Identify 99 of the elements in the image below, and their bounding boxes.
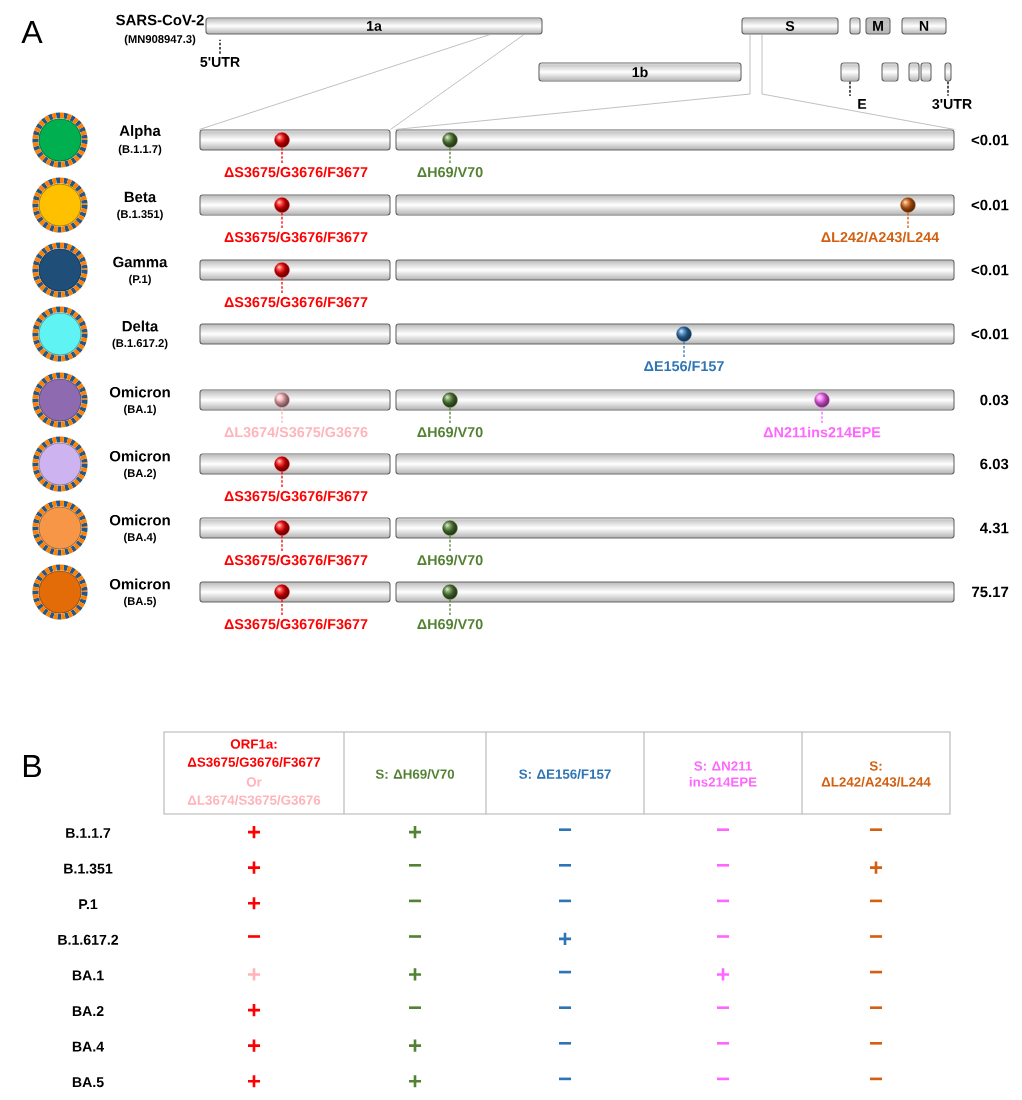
table-cell: − [717,1077,730,1081]
mutation-dot [274,392,290,408]
table-cell: − [559,1041,572,1045]
panel-letter: A [21,21,43,43]
genome-bar [395,129,955,151]
table-cell: + [248,897,261,910]
table-cell: + [409,968,422,981]
mutation-dot [900,197,916,213]
mutation-dot [442,520,458,536]
panel-letter: B [23,755,41,777]
genome-bar [881,62,899,82]
leader-line [449,146,451,165]
zoom-line [761,34,955,130]
leader-line [907,211,909,230]
genome-bar [840,62,860,82]
table-cell: − [717,1041,730,1045]
table-cell: + [409,1039,422,1052]
genome-bar [395,453,955,475]
mutation-dot [274,262,290,278]
table-cell: + [559,932,572,945]
table-cell: − [559,970,572,974]
table-cell: + [248,1003,261,1017]
genome-bar [199,389,391,411]
leader-line [281,406,283,425]
table-cell: + [870,861,883,874]
genome-bar [395,389,955,411]
zoom-line [199,34,491,130]
table-cell: + [248,1039,261,1052]
leader-line [281,276,283,295]
table-cell: + [409,825,422,839]
table-cell: − [409,863,422,867]
genome-bar [199,129,391,151]
genome-bar [920,62,932,82]
table-cell: + [717,968,730,981]
leader-line [683,340,685,359]
mutation-dot [274,132,290,148]
table-cell: + [248,1075,261,1088]
genome-bar [395,581,955,603]
leader-line [947,80,949,97]
genome-bar [199,517,391,539]
leader-line [281,598,283,617]
mutation-dot [274,456,290,472]
mutation-dot [814,392,830,408]
mutation-dot [442,584,458,600]
genome-bar [395,259,955,281]
genome-bar [199,581,391,603]
leader-line [821,406,823,425]
mutation-dot [274,197,290,213]
leader-line [281,534,283,553]
mutation-dot [442,132,458,148]
table-cell: − [870,828,883,831]
table-cell: − [409,899,422,903]
zoom-line [390,34,525,130]
genome-bar [199,259,391,281]
leader-line [449,406,451,425]
table-cell: + [248,861,261,874]
genome-bar [199,453,391,475]
leader-line [281,211,283,230]
genome-bar [199,323,391,345]
table-cell: + [248,825,261,839]
zoom-line [395,34,751,130]
genome-bar [944,62,952,82]
table-cell: − [409,935,422,938]
mutation-dot [274,584,290,600]
leader-line [281,146,283,165]
table-cell: − [870,1077,883,1081]
table-cell: − [870,970,883,974]
table-cell: − [717,1006,730,1009]
table-cell: − [870,1041,883,1045]
table-cell: − [559,1006,572,1009]
leader-line [449,598,451,617]
table-cell: − [559,1077,572,1081]
genome-bar [199,194,391,216]
table-cell: + [409,1075,422,1088]
table-cell: + [248,968,261,981]
mutation-dot [442,392,458,408]
genome-bar [908,62,920,82]
table-cell: − [559,899,572,903]
leader-line [219,39,221,55]
table-cell: − [717,863,730,867]
table-cell: − [870,1006,883,1009]
table-cell: − [870,935,883,938]
mutation-dot [676,326,692,342]
table-cell: − [559,828,572,831]
leader-line [281,470,283,489]
genome-bar [849,17,861,35]
table-cell: − [717,828,730,831]
genome-bar [395,194,955,216]
leader-line [449,534,451,553]
mutation-dot [274,520,290,536]
table-cell: − [248,935,261,938]
table-cell: − [717,899,730,903]
leader-line [849,80,851,97]
table-cell: − [409,1006,422,1009]
table-cell: − [870,899,883,903]
genome-bar [395,323,955,345]
genome-bar [395,517,955,539]
table-cell: − [559,863,572,867]
table-cell: − [717,935,730,938]
